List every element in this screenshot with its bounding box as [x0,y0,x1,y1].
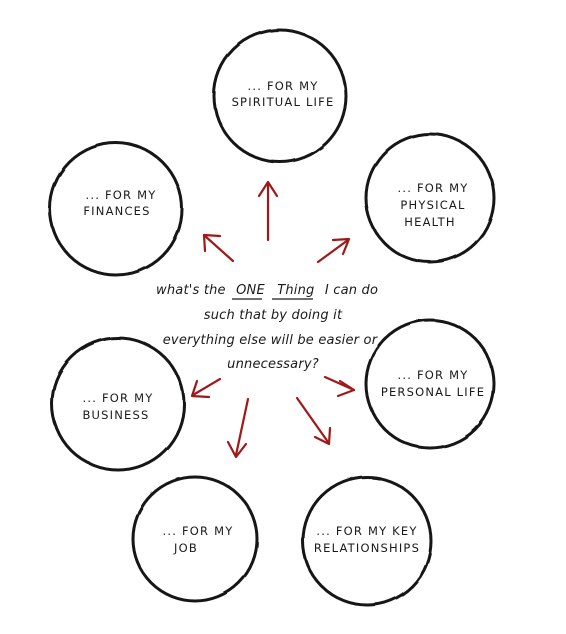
circle-physical-health [364,132,496,264]
job-line2: JOB [173,541,198,555]
question-line3: everything else will be easier or [163,333,379,348]
question-thing: Thing [277,283,314,298]
business-line2: BUSINESS [82,408,149,422]
arrow-to-physical [316,237,351,264]
circle-job [131,475,259,603]
physical-line3: HEALTH [404,215,455,229]
question-line4: unnecessary? [227,357,319,372]
physical-line1: ... FOR MY [398,181,469,195]
arrow-to-spiritual [257,180,279,242]
question-line1: what's the ONE Thing I can do [156,283,378,298]
relationships-line2: RELATIONSHIPS [314,541,420,555]
spiritual-line1: ... FOR MY [248,79,319,93]
arrow-to-finances [202,233,235,263]
circle-key-relationships [301,475,433,607]
finances-line2: FINANCES [83,204,150,218]
circle-personal-life [364,318,496,450]
physical-line2: PHYSICAL [400,198,465,212]
circle-spiritual-life [212,28,348,164]
arrow-to-job [226,397,250,459]
arrow-to-relationships [295,396,332,446]
personal-line2: PERSONAL LIFE [381,385,485,399]
circle-finances [48,141,184,277]
personal-line1: ... FOR MY [398,368,469,382]
job-line1: ... FOR MY [163,524,234,538]
circle-business [50,336,186,472]
question-line2: such that by doing it [204,308,343,323]
central-question: what's the ONE Thing I can do such that … [156,283,379,372]
question-one: ONE [236,283,265,298]
relationships-line1: ... FOR MY KEY [316,524,417,538]
arrow-to-business [190,377,222,399]
spiritual-line2: SPIRITUAL LIFE [232,95,335,109]
arrow-to-personal [323,375,356,398]
question-line1-prefix: what's the [156,283,226,298]
finances-line1: ... FOR MY [86,188,157,202]
business-line1: ... FOR MY [83,391,154,405]
question-line1-suffix: I can do [325,283,378,298]
